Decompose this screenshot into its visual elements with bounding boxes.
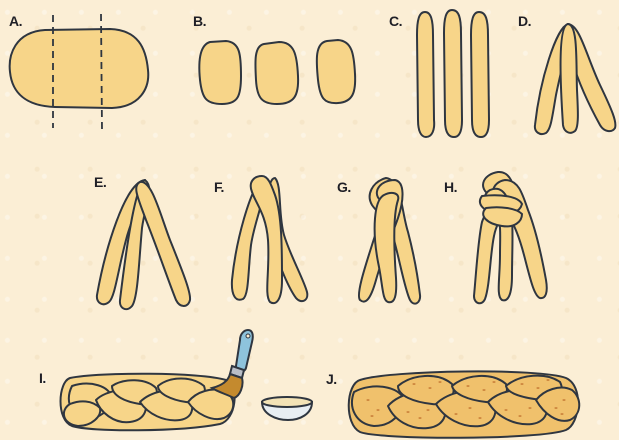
pastry-brush-icon — [212, 330, 253, 398]
egg-wash-bowl-icon — [262, 397, 312, 420]
step-b-pieces — [199, 40, 355, 104]
step-j-baked-loaf — [349, 371, 580, 437]
step-a-dough — [10, 14, 149, 130]
step-g-braid — [359, 178, 420, 304]
step-e-braid — [97, 180, 190, 309]
step-h-braid — [474, 172, 547, 303]
step-d-joined-ropes — [535, 24, 616, 134]
step-f-braid — [232, 176, 307, 303]
step-i-loaf — [61, 374, 235, 431]
step-c-ropes — [417, 10, 489, 137]
